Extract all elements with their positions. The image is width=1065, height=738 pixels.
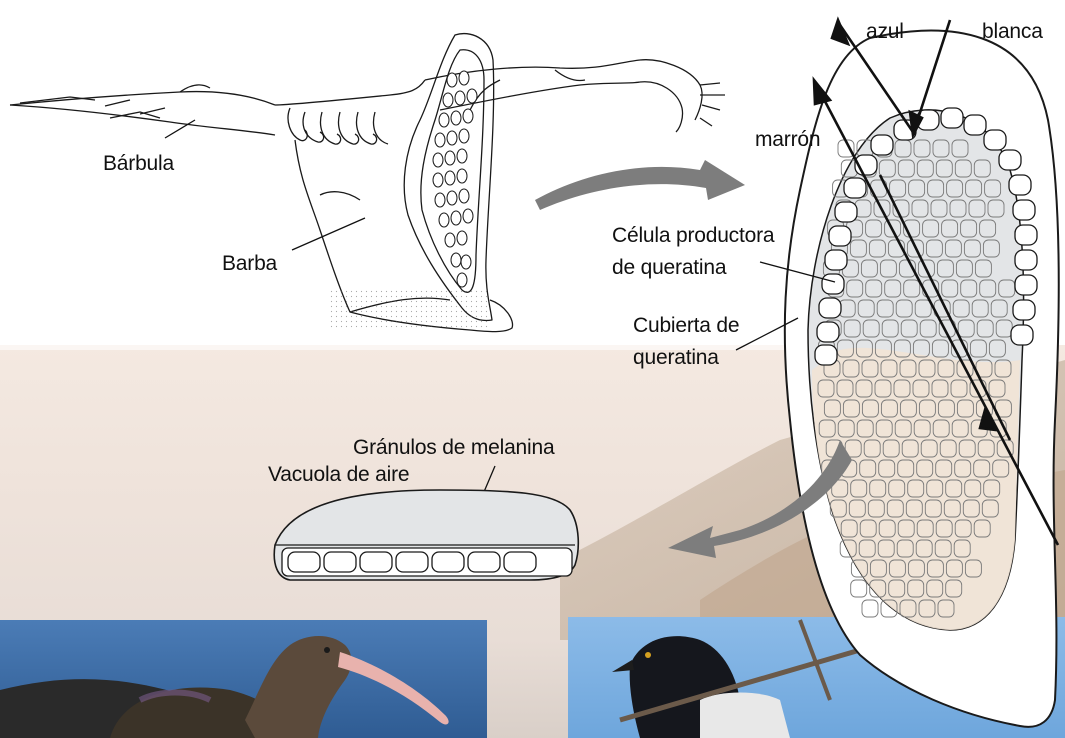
keratin-producing-cell: [1015, 225, 1037, 245]
keratin-producing-cell: [825, 250, 847, 270]
keratin-producing-cell: [1013, 200, 1035, 220]
label-celula-productora: Célula productora: [612, 224, 774, 248]
keratin-producing-cell: [844, 178, 866, 198]
keratin-producing-cell: [829, 226, 851, 246]
label-barba: Barba: [222, 252, 277, 276]
keratin-producing-cell: [871, 135, 893, 155]
keratin-producing-cell: [941, 108, 963, 128]
keratin-producing-cell: [1015, 250, 1037, 270]
keratin-producing-cell: [1013, 300, 1035, 320]
keratin-producing-cell: [1015, 275, 1037, 295]
keratin-producing-cell: [1011, 325, 1033, 345]
keratin-producing-cell: [835, 202, 857, 222]
label-granulos-melanina: Gránulos de melanina: [353, 436, 554, 460]
keratin-producing-cell: [822, 274, 844, 294]
label-de-queratina: de queratina: [612, 256, 726, 280]
label-marron: marrón: [755, 128, 820, 152]
label-cubierta-de: Cubierta de: [633, 314, 739, 338]
keratin-producing-cell: [819, 298, 841, 318]
ibis-photo: [0, 620, 487, 738]
keratin-producing-cell: [964, 115, 986, 135]
label-blanca: blanca: [982, 20, 1043, 44]
label-azul: azul: [866, 20, 904, 44]
keratin-producing-cell: [815, 345, 837, 365]
keratin-producing-cell: [999, 150, 1021, 170]
label-vacuola-aire: Vacuola de aire: [268, 463, 409, 487]
keratin-producing-cell: [1009, 175, 1031, 195]
barb-stipple: [330, 290, 490, 330]
keratin-producing-cell: [817, 322, 839, 342]
label-queratina: queratina: [633, 346, 719, 370]
label-barbula: Bárbula: [103, 152, 174, 176]
keratin-producing-cell: [984, 130, 1006, 150]
